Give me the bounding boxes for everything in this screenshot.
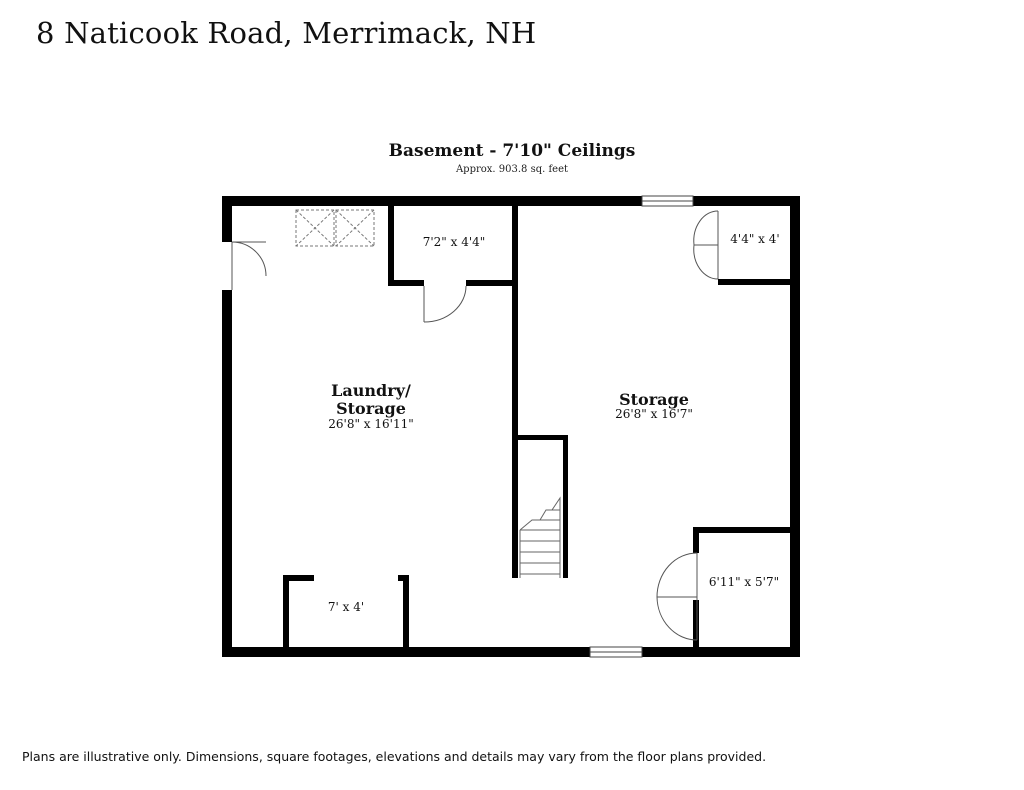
closet-topright-dims: 4'4" x 4' bbox=[730, 232, 779, 246]
laundry-appliances bbox=[295, 209, 375, 247]
plan-area: Approx. 903.8 sq. feet bbox=[455, 164, 569, 175]
laundry-room-name-line1: Laundry/ bbox=[331, 381, 411, 400]
plan-heading: Basement - 7'10" Ceilings bbox=[388, 141, 636, 161]
door-top-closet bbox=[423, 285, 467, 323]
stairs bbox=[519, 496, 561, 578]
page-title: 8 Naticook Road, Merrimack, NH bbox=[36, 16, 537, 50]
storage-room-dims: 26'8" x 16'7" bbox=[615, 407, 693, 421]
disclaimer: Plans are illustrative only. Dimensions,… bbox=[22, 749, 767, 764]
door-bottomright-closet bbox=[656, 552, 698, 641]
door-topright-closet bbox=[693, 210, 719, 280]
door-exterior-left bbox=[231, 241, 267, 290]
exterior-walls bbox=[222, 196, 800, 657]
interior-walls bbox=[283, 206, 790, 647]
storage-room-name: Storage bbox=[619, 390, 689, 409]
laundry-room-name-line2: Storage bbox=[336, 399, 406, 418]
laundry-room-dims: 26'8" x 16'11" bbox=[328, 417, 413, 431]
window-bottom bbox=[589, 646, 643, 658]
closet-top-dims: 7'2" x 4'4" bbox=[423, 235, 486, 249]
closet-bottomright-dims: 6'11" x 5'7" bbox=[709, 575, 779, 589]
closet-bottomleft-dims: 7' x 4' bbox=[328, 600, 364, 614]
window-top bbox=[641, 195, 694, 207]
